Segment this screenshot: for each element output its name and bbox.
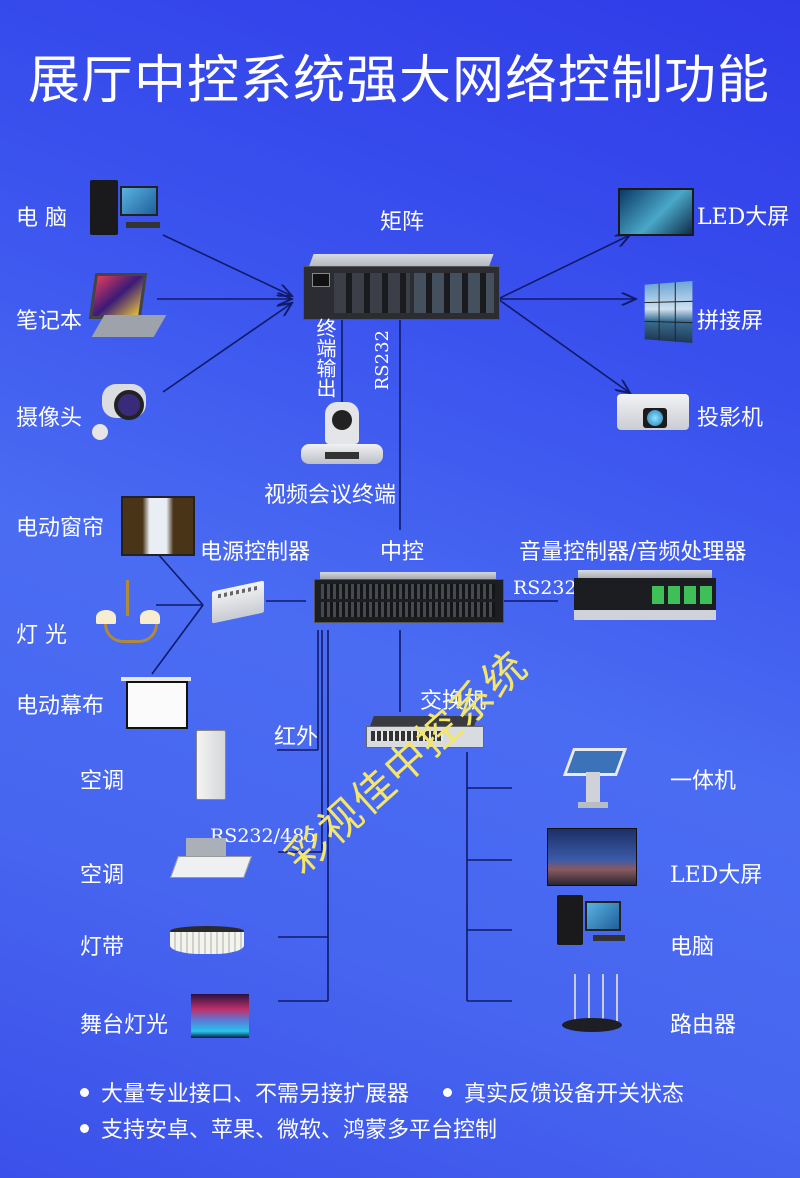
device-label-screen: 电动幕布 — [16, 694, 105, 719]
input-label-pc: 电 脑 — [16, 206, 67, 231]
led-screen-icon — [547, 828, 637, 886]
input-label-camera: 摄像头 — [16, 406, 83, 431]
matrix-rs232-label: RS232 — [372, 330, 393, 391]
link-camera-matrix — [162, 303, 292, 393]
page-title: 展厅中控系统强大网络控制功能 — [28, 51, 771, 111]
ceiling-ac-icon — [169, 838, 253, 878]
audio-rs232-label: RS232 — [513, 577, 577, 599]
network-label-kiosk: 一体机 — [670, 769, 737, 794]
device-label-curtain: 电动窗帘 — [16, 516, 105, 541]
router-icon — [562, 974, 624, 1036]
security-camera-icon — [90, 380, 150, 444]
bullet-icon — [80, 1123, 89, 1133]
central-label: 中控 — [380, 540, 425, 565]
bullet-icon — [80, 1087, 89, 1097]
infrared-label: 红外 — [274, 725, 319, 750]
network-switch-icon — [366, 716, 484, 748]
matrix-label: 矩阵 — [380, 210, 425, 235]
kiosk-icon — [562, 748, 628, 810]
curtain-icon — [121, 496, 195, 556]
projector-icon — [617, 388, 691, 432]
output-label-wall: 拼接屏 — [697, 309, 764, 334]
network-label-router: 路由器 — [670, 1013, 737, 1038]
link-matrix-projector — [497, 298, 630, 393]
video-wall-icon — [644, 281, 693, 343]
link-pc-matrix — [162, 234, 292, 296]
audio-processor-icon — [574, 570, 716, 622]
device-label-stage-light: 舞台灯光 — [80, 1013, 169, 1038]
projection-screen-icon — [121, 677, 191, 729]
rs485-label: RS232/485 — [210, 825, 317, 847]
feature-item: 真实反馈设备开关状态 — [464, 1082, 685, 1107]
output-label-led: LED大屏 — [697, 205, 790, 230]
desktop-computer-icon — [557, 895, 631, 949]
link-matrix-led — [497, 235, 630, 300]
device-label-lighting: 灯 光 — [16, 623, 67, 648]
matrix-switcher-icon — [303, 254, 500, 320]
power-controller-label: 电源控制器 — [200, 540, 311, 565]
led-strip-icon — [170, 926, 248, 958]
led-screen-icon — [618, 188, 694, 236]
feature-list: 大量专业接口、不需另接扩展器 真实反馈设备开关状态 支持安卓、苹果、微软、鸿蒙多… — [80, 1074, 684, 1146]
stage-light-icon — [191, 994, 249, 1038]
network-label-led: LED大屏 — [670, 863, 763, 888]
audio-label: 音量控制器/音频处理器 — [519, 540, 747, 565]
input-label-laptop: 笔记本 — [16, 309, 83, 334]
floor-ac-icon — [196, 730, 226, 800]
server-icon — [314, 572, 504, 623]
device-label-ac-ceiling: 空调 — [80, 863, 125, 888]
laptop-icon — [88, 273, 168, 345]
switch-label: 交换机 — [420, 689, 487, 714]
desktop-computer-icon — [90, 180, 168, 240]
terminal-output-label: 终端输出 — [313, 318, 337, 398]
network-label-pc: 电脑 — [670, 935, 715, 960]
device-label-ac-floor: 空调 — [80, 769, 125, 794]
ptz-camera-icon — [301, 402, 383, 466]
bullet-icon — [443, 1087, 453, 1097]
device-label-led-strip: 灯带 — [80, 935, 125, 960]
chandelier-icon — [92, 580, 164, 648]
feature-item: 大量专业接口、不需另接扩展器 — [101, 1082, 410, 1107]
video-conf-label: 视频会议终端 — [264, 483, 397, 508]
feature-item: 支持安卓、苹果、微软、鸿蒙多平台控制 — [101, 1118, 498, 1143]
output-label-projector: 投影机 — [697, 406, 764, 431]
